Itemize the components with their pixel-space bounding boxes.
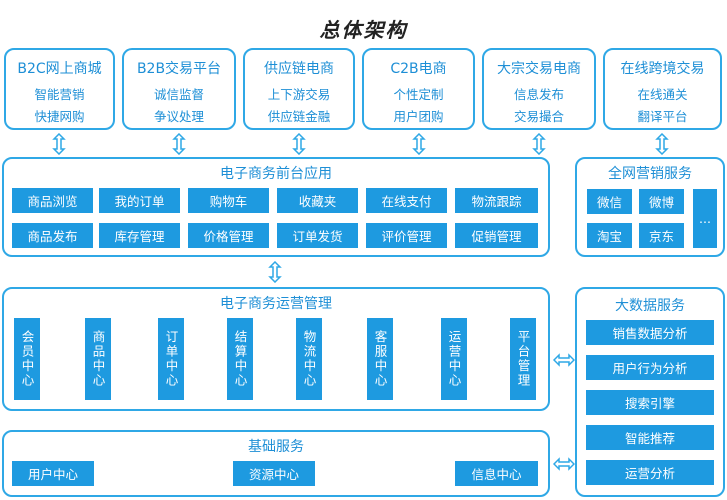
marketing-title: 全网营销服务 (608, 166, 692, 182)
top-box-supply-chain: 供应链电商 上下游交易 供应链金融 (243, 48, 355, 130)
basic-title: 基础服务 (248, 439, 304, 455)
operations-center[interactable]: 物流中心 (296, 318, 322, 400)
operations-center[interactable]: 运营中心 (441, 318, 467, 400)
top-box-line: 智能营销 (34, 87, 85, 102)
basic-item-info-center[interactable]: 信息中心 (455, 461, 538, 486)
double-arrow-icon (553, 353, 575, 367)
marketing-item-taobao[interactable]: 淘宝 (587, 223, 632, 248)
top-box-line: 在线通关 (637, 87, 688, 102)
operations-center[interactable]: 商品中心 (85, 318, 111, 400)
frontend-item[interactable]: 物流跟踪 (455, 188, 538, 213)
basic-item-resource-center[interactable]: 资源中心 (233, 461, 315, 486)
top-box-bulk: 大宗交易电商 信息发布 交易撮合 (482, 48, 596, 130)
operations-center[interactable]: 平台管理 (510, 318, 536, 400)
frontend-item[interactable]: 我的订单 (99, 188, 180, 213)
double-arrow-icon (553, 457, 575, 471)
operations-center[interactable]: 结算中心 (227, 318, 253, 400)
bigdata-item[interactable]: 智能推荐 (586, 425, 714, 450)
operations-center[interactable]: 会员中心 (14, 318, 40, 400)
frontend-item[interactable]: 购物车 (188, 188, 269, 213)
top-box-line: 交易撮合 (513, 109, 564, 124)
marketing-item-wechat[interactable]: 微信 (587, 189, 632, 214)
top-box-line: 快捷网购 (34, 109, 85, 124)
frontend-item[interactable]: 价格管理 (188, 223, 269, 248)
bigdata-title: 大数据服务 (615, 298, 685, 314)
operations-title: 电子商务运营管理 (220, 296, 332, 312)
top-box-title: 供应链电商 (264, 61, 334, 77)
operations-center[interactable]: 客服中心 (367, 318, 393, 400)
bigdata-item[interactable]: 用户行为分析 (586, 355, 714, 380)
bigdata-item[interactable]: 销售数据分析 (586, 320, 714, 345)
double-arrow-icon (268, 261, 282, 283)
marketing-item-jd[interactable]: 京东 (639, 223, 684, 248)
marketing-item-weibo[interactable]: 微博 (639, 189, 684, 214)
double-arrow-icon (412, 133, 426, 155)
top-box-title: C2B电商 (390, 61, 447, 77)
frontend-item[interactable]: 商品浏览 (12, 188, 93, 213)
frontend-item[interactable]: 商品发布 (12, 223, 93, 248)
frontend-item[interactable]: 促销管理 (455, 223, 538, 248)
top-box-b2c: B2C网上商城 智能营销 快捷网购 (4, 48, 115, 130)
top-box-line: 个性定制 (393, 87, 444, 102)
top-box-title: 大宗交易电商 (497, 61, 581, 77)
double-arrow-icon (292, 133, 306, 155)
frontend-item[interactable]: 收藏夹 (277, 188, 358, 213)
double-arrow-icon (52, 133, 66, 155)
frontend-item[interactable]: 订单发货 (277, 223, 358, 248)
top-box-b2b: B2B交易平台 诚信监督 争议处理 (122, 48, 236, 130)
top-box-line: 翻译平台 (637, 109, 688, 124)
top-box-title: 在线跨境交易 (620, 61, 705, 77)
bigdata-item[interactable]: 运营分析 (586, 460, 714, 485)
frontend-item[interactable]: 评价管理 (366, 223, 447, 248)
operations-center[interactable]: 订单中心 (158, 318, 184, 400)
top-box-line: 诚信监督 (153, 87, 204, 102)
top-box-line: 用户团购 (393, 109, 444, 124)
frontend-item[interactable]: 库存管理 (99, 223, 180, 248)
top-box-title: B2B交易平台 (136, 61, 222, 77)
diagram-title: 总体架构 (319, 18, 408, 42)
top-box-line: 争议处理 (153, 109, 204, 124)
frontend-title: 电子商务前台应用 (220, 166, 332, 182)
top-box-line: 供应链金融 (267, 109, 331, 124)
bigdata-item[interactable]: 搜索引擎 (586, 390, 714, 415)
basic-item-user-center[interactable]: 用户中心 (12, 461, 94, 486)
double-arrow-icon (532, 133, 546, 155)
top-box-title: B2C网上商城 (17, 61, 102, 77)
double-arrow-icon (172, 133, 186, 155)
top-box-line: 信息发布 (513, 87, 564, 102)
marketing-item-more[interactable]: ... (693, 189, 717, 248)
frontend-item[interactable]: 在线支付 (366, 188, 447, 213)
double-arrow-icon (655, 133, 669, 155)
top-box-cross-border: 在线跨境交易 在线通关 翻译平台 (603, 48, 722, 130)
top-box-line: 上下游交易 (267, 87, 331, 102)
top-box-c2b: C2B电商 个性定制 用户团购 (362, 48, 475, 130)
